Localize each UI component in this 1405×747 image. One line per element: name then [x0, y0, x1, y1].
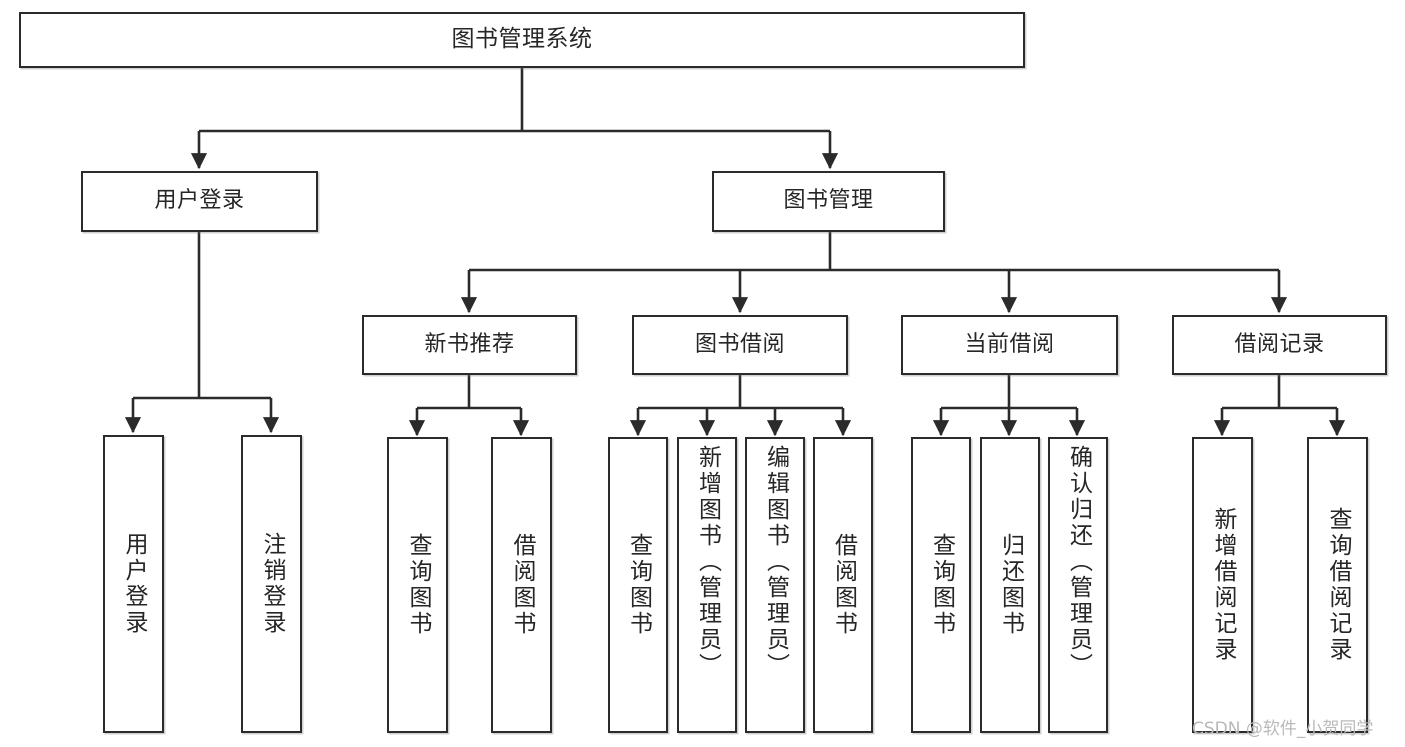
node-label: 查询借阅记录	[1325, 507, 1351, 663]
node-label: 新增图书（管理员）	[694, 445, 721, 679]
node-new-book-recommend[interactable]: 新书推荐	[362, 315, 577, 375]
leaf-user-login-login[interactable]: 用户登录	[103, 435, 164, 733]
leaf-borrow-record-add-record[interactable]: 新增借阅记录	[1192, 437, 1253, 733]
node-label: 编辑图书（管理员）	[762, 445, 789, 679]
node-user-login[interactable]: 用户登录	[81, 171, 318, 232]
node-label: 查询图书	[928, 533, 955, 637]
leaf-book-borrow-add-book-admin[interactable]: 新增图书（管理员）	[677, 437, 737, 733]
node-label: 借阅记录	[1234, 331, 1325, 357]
node-label: 注销登录	[259, 532, 285, 636]
node-label: 确认归还（管理员）	[1065, 445, 1092, 679]
leaf-borrow-record-query-record[interactable]: 查询借阅记录	[1307, 437, 1368, 733]
node-label: 用户登录	[121, 532, 147, 636]
node-label: 新书推荐	[424, 331, 515, 357]
node-label: 新增借阅记录	[1210, 507, 1236, 663]
csdn-watermark: CSDN @软件_小贺同学	[1192, 719, 1374, 739]
leaf-book-borrow-edit-book-admin[interactable]: 编辑图书（管理员）	[745, 437, 805, 733]
leaf-current-borrow-return-book[interactable]: 归还图书	[980, 437, 1040, 733]
node-current-borrow[interactable]: 当前借阅	[901, 315, 1118, 375]
node-label: 查询图书	[405, 533, 431, 637]
node-root-book-management-system[interactable]: 图书管理系统	[19, 12, 1025, 68]
node-label: 图书管理	[783, 188, 874, 214]
node-label: 用户登录	[154, 188, 245, 214]
node-label: 借阅图书	[830, 533, 857, 637]
node-book-borrow[interactable]: 图书借阅	[632, 315, 848, 375]
node-label: 图书借阅	[694, 331, 785, 357]
leaf-book-borrow-borrow-book[interactable]: 借阅图书	[813, 437, 873, 733]
leaf-new-book-borrow-book[interactable]: 借阅图书	[491, 437, 552, 733]
node-label: 当前借阅	[964, 331, 1055, 357]
leaf-new-book-query-book[interactable]: 查询图书	[387, 437, 448, 733]
leaf-current-borrow-query-book[interactable]: 查询图书	[911, 437, 971, 733]
node-label: 查询图书	[625, 533, 652, 637]
leaf-user-login-logout[interactable]: 注销登录	[241, 435, 302, 733]
leaf-current-borrow-confirm-return-admin[interactable]: 确认归还（管理员）	[1048, 437, 1108, 733]
node-label: 图书管理系统	[451, 26, 593, 53]
node-book-management[interactable]: 图书管理	[712, 171, 945, 232]
node-label: 归还图书	[997, 533, 1024, 637]
node-label: 借阅图书	[509, 533, 535, 637]
leaf-book-borrow-query-book[interactable]: 查询图书	[608, 437, 668, 733]
node-borrow-record[interactable]: 借阅记录	[1172, 315, 1387, 375]
